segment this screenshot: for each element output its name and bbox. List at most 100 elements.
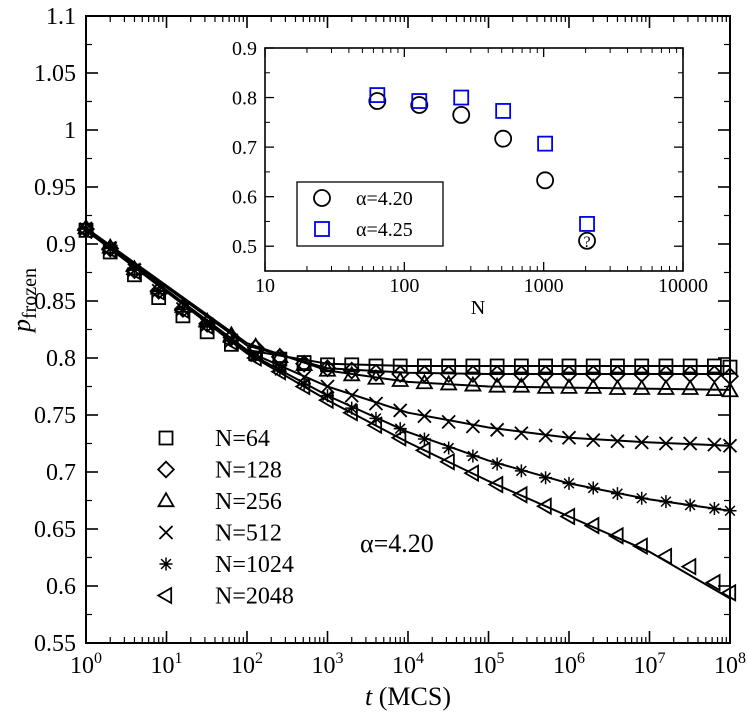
inset-data-point [410,96,429,114]
legend-marker [159,557,173,571]
data-point [224,334,238,348]
data-point [439,364,458,384]
data-point [723,504,737,518]
inset-x-tick-label: 1000 [524,275,564,297]
legend-label: N=1024 [215,552,294,578]
data-point [127,263,141,277]
data-point [488,364,507,384]
data-point [720,381,740,398]
data-point [559,507,576,526]
y-tick-label: 0.85 [34,289,76,315]
data-point [583,516,600,535]
data-point [442,441,456,455]
inset-legend: α=4.20α=4.25 [296,181,444,247]
data-point [317,391,334,410]
inset-x-tick-label: 10000 [658,275,708,297]
data-point [270,347,289,363]
data-point [659,495,673,509]
data-point [559,378,579,394]
inset-data-point [452,106,471,124]
data-point [344,357,360,373]
data-point [585,358,601,374]
data-point [707,437,722,452]
data-point [561,430,577,445]
inset-series-α=4.20 [368,92,596,250]
data-point [634,435,649,450]
data-point [200,318,214,332]
data-point [463,464,479,483]
data-point [342,365,361,382]
legend-label: N=256 [215,489,282,515]
data-point [270,362,286,381]
data-point [584,364,603,384]
data-point [634,358,650,374]
legend-marker [156,491,176,508]
y-tick-label: 0.75 [34,403,76,429]
inset-legend-marker [314,221,330,237]
x-axis-label: t (MCS) [365,682,451,711]
data-point [273,364,287,378]
data-point [197,317,214,336]
x-tick-label: 108 [714,650,746,679]
data-point [658,436,674,451]
legend-marker [158,430,174,446]
data-point [439,452,455,471]
legend-label: N=512 [215,521,282,547]
inset-data-markers [368,87,596,250]
data-point [559,364,579,384]
data-point [562,476,576,490]
inset-data-point [369,87,386,103]
data-point [586,432,601,448]
y-tick-label: 0.55 [34,631,76,657]
main-data-markers [76,218,740,602]
data-point [441,414,456,429]
data-point [415,373,434,390]
data-point [415,364,434,384]
data-point [635,491,649,505]
data-point [417,409,432,424]
data-point [683,498,697,512]
data-point [366,416,383,435]
data-point [489,422,505,437]
x-tick-label: 100 [70,650,102,679]
fit-curve [85,227,731,391]
data-point [536,378,555,394]
legend-marker [158,525,174,540]
y-tick-label: 0.8 [46,346,76,372]
y-tick-label: 0.9 [46,232,76,258]
data-point [720,583,737,602]
inset-data-point [537,135,554,152]
inset-y-tick-label: 0.9 [232,38,257,60]
data-point [297,377,311,391]
inset-legend-label: α=4.20 [356,188,413,210]
data-point [173,301,190,320]
legend-label: N=64 [215,426,270,452]
data-point [489,358,505,374]
y-tick-label: 0.65 [34,517,76,543]
data-point [417,432,431,446]
data-point [441,358,457,374]
data-point [584,378,603,394]
data-point [246,348,262,368]
y-axis-label: pfrozen [7,268,41,334]
data-point [707,501,721,515]
data-point [318,360,337,377]
y-tick-label: 0.95 [34,175,76,201]
inset-y-tick-label: 0.8 [232,88,257,110]
y-tick-label: 0.7 [46,460,76,486]
data-point [610,358,625,374]
data-point [722,359,738,375]
inset-series-α=4.25 [369,87,595,232]
data-point [511,485,528,504]
inset-y-tick-label: 0.6 [232,187,257,209]
data-point [176,302,190,316]
x-tick-label: 102 [231,650,263,679]
inset-data-point [579,216,595,232]
data-point [79,222,93,236]
data-point [658,358,674,374]
inset-data-point [495,103,512,119]
data-point [390,428,407,447]
data-point [100,240,117,259]
x-tick-label: 107 [634,650,666,679]
